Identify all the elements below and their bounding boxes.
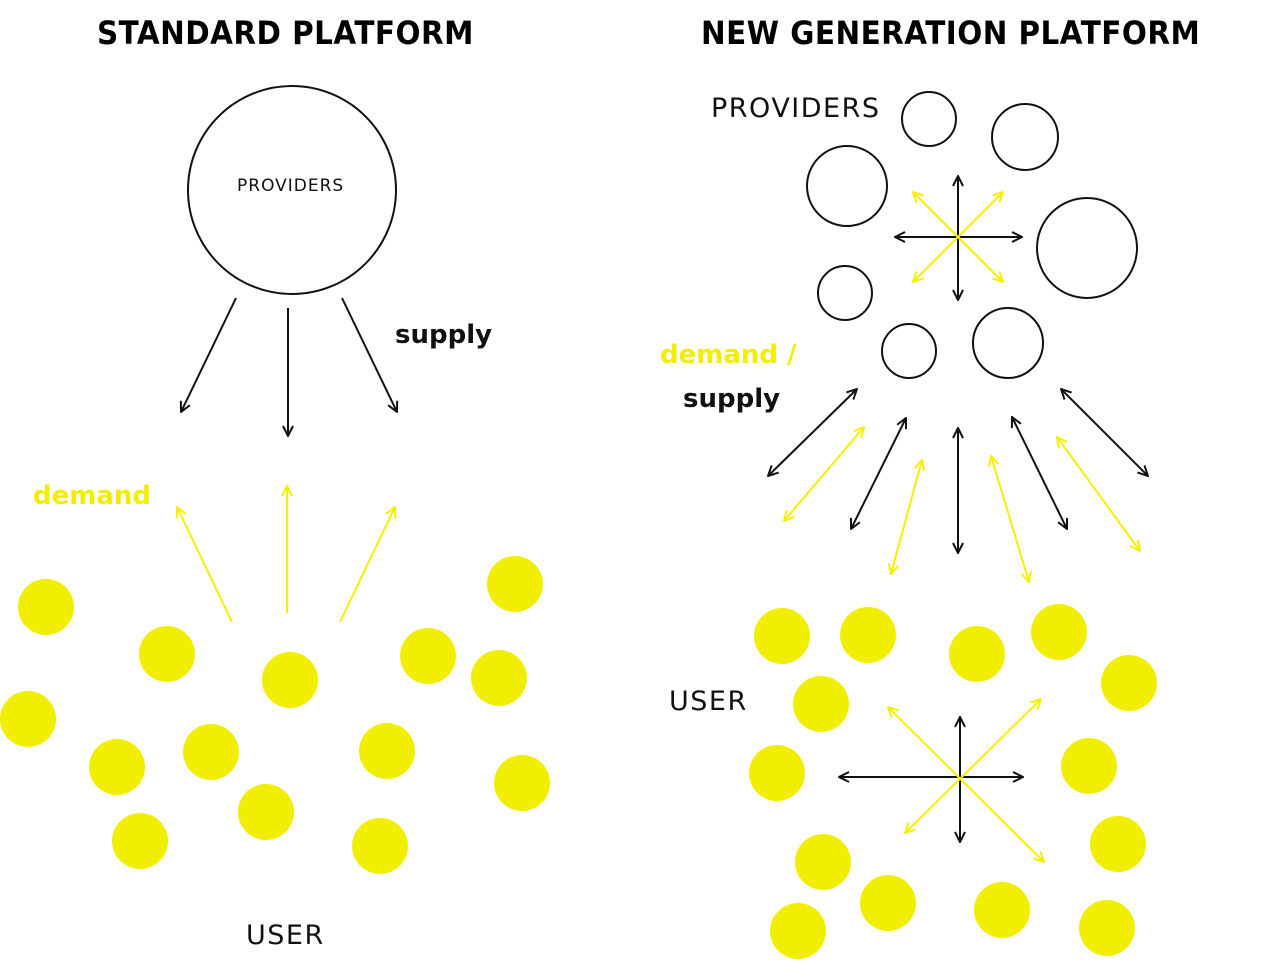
standard-platform-title: STANDARD PLATFORM <box>97 14 474 52</box>
left-user-label: USER <box>246 920 325 951</box>
provider-circle <box>817 265 873 321</box>
user-dot <box>770 903 826 959</box>
new-generation-platform-title: NEW GENERATION PLATFORM <box>701 14 1201 52</box>
provider-circle <box>881 323 937 379</box>
user-dot <box>238 784 294 840</box>
supply-arrow <box>181 297 237 412</box>
supply-arrow <box>341 297 397 412</box>
user-dot <box>352 818 408 874</box>
demand-arrow <box>177 507 233 623</box>
provider-hub-arrows <box>895 176 1022 300</box>
user-dot <box>1090 816 1146 872</box>
right-supply-label: supply <box>683 384 781 414</box>
provider-circle <box>1036 197 1138 299</box>
user-dot <box>860 875 916 931</box>
user-dot <box>1101 655 1157 711</box>
user-dot <box>0 691 56 747</box>
user-dot <box>262 652 318 708</box>
demand-arrow <box>339 507 395 623</box>
supply-arrow-bidirectional <box>1012 417 1067 529</box>
user-dot <box>471 650 527 706</box>
user-dot <box>89 739 145 795</box>
left-supply-label: supply <box>395 320 493 350</box>
user-dot <box>139 626 195 682</box>
left-demand-label: demand <box>33 481 152 511</box>
provider-circle <box>991 103 1059 171</box>
demand-supply-arrows <box>768 389 1148 582</box>
user-hub-arrows <box>839 699 1044 862</box>
providers-circle <box>187 85 397 295</box>
user-hub-arrow-diagonal <box>888 707 1044 862</box>
supply-arrow-bidirectional <box>768 389 857 476</box>
user-dot <box>494 755 550 811</box>
user-dot <box>112 813 168 869</box>
user-dot <box>183 724 239 780</box>
provider-circle <box>806 145 888 227</box>
supply-arrow-bidirectional <box>851 418 906 529</box>
right-demand-label: demand / <box>660 340 797 370</box>
user-dot <box>1061 738 1117 794</box>
right-providers <box>806 91 1138 379</box>
user-dot <box>840 607 896 663</box>
user-dot <box>974 882 1030 938</box>
user-dot <box>487 556 543 612</box>
right-users <box>749 604 1157 959</box>
user-dot <box>793 676 849 732</box>
demand-arrow-bidirectional <box>891 460 922 574</box>
user-dot <box>749 745 805 801</box>
user-dot <box>1031 604 1087 660</box>
user-dot <box>359 723 415 779</box>
user-dot <box>795 834 851 890</box>
left-users <box>0 556 550 874</box>
demand-arrow-bidirectional <box>784 427 864 521</box>
demand-arrow-bidirectional <box>1057 437 1140 551</box>
user-dot <box>18 579 74 635</box>
user-hub-arrow-diagonal <box>905 699 1041 833</box>
supply-arrow-bidirectional <box>1061 389 1148 476</box>
demand-arrows <box>177 486 395 623</box>
user-dot <box>949 626 1005 682</box>
provider-circle <box>972 307 1044 379</box>
right-providers-label: PROVIDERS <box>711 93 881 124</box>
hub-arrow-diagonal <box>913 192 1003 282</box>
left-providers-label: PROVIDERS <box>237 176 345 196</box>
right-user-label: USER <box>669 686 748 717</box>
user-dot <box>754 608 810 664</box>
user-dot <box>1079 900 1135 956</box>
demand-arrow-bidirectional <box>991 456 1029 582</box>
supply-arrows <box>181 297 397 436</box>
user-dot <box>400 628 456 684</box>
provider-circle <box>901 91 957 147</box>
